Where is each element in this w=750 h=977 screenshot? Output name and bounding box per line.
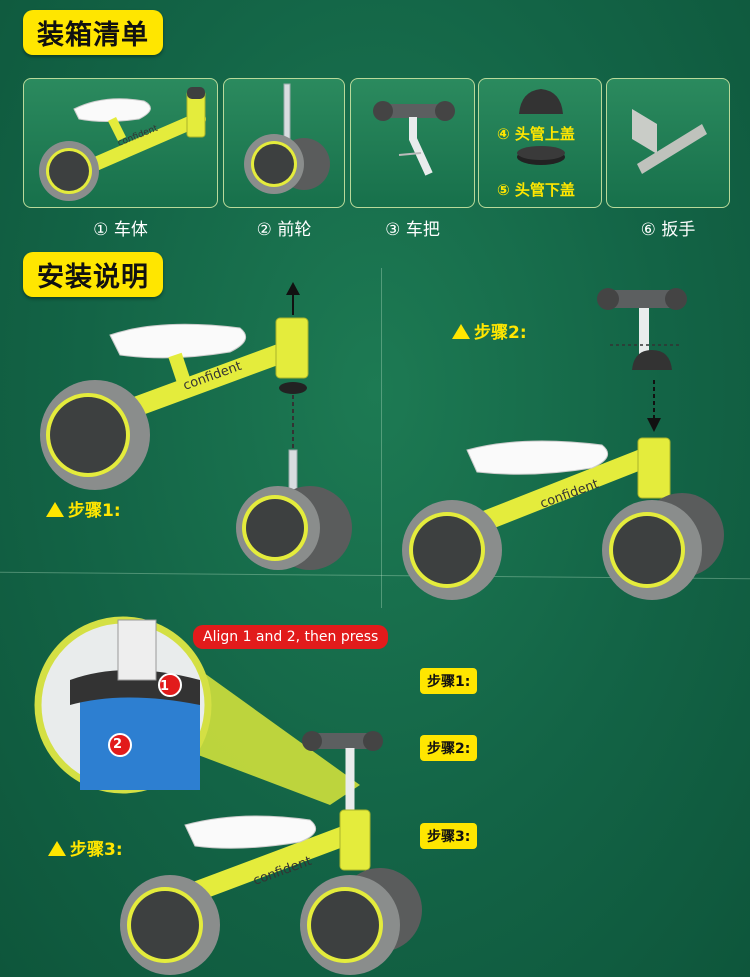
step3-illustration: confident xyxy=(34,616,422,975)
step3-label: 步骤3: xyxy=(48,835,123,860)
step1-label-top: 步骤1: xyxy=(46,496,121,521)
marker-1: 1 xyxy=(160,679,170,694)
triangle-icon xyxy=(452,324,470,339)
section-divider-vertical xyxy=(381,268,382,608)
head-cap-top-image xyxy=(517,89,565,165)
triangle-icon xyxy=(46,502,64,517)
part-panel-wrench xyxy=(606,78,730,208)
part-caption-bottom-cap: ⑤ 头管下盖 xyxy=(497,181,575,199)
step3-text: 步骤3: xyxy=(70,840,123,860)
front-wheel-image xyxy=(244,83,330,194)
part-caption-body: ① 车体 xyxy=(93,220,148,240)
step3-sub1-label: 步骤1: xyxy=(420,668,478,694)
handlebar-image xyxy=(373,101,455,176)
marker-2: 2 xyxy=(113,737,123,752)
part-panel-handlebar xyxy=(350,78,475,208)
step2-label-top: 步骤2: xyxy=(452,318,527,343)
install-guide-title: 安装说明 xyxy=(23,252,163,297)
align-callout: Align 1 and 2, then press xyxy=(193,625,389,649)
step2-text: 步骤2: xyxy=(474,323,527,343)
part-caption-front-wheel: ② 前轮 xyxy=(256,220,312,240)
triangle-icon xyxy=(48,841,66,856)
part-panel-body: confident xyxy=(23,78,218,208)
packing-list-title: 装箱清单 xyxy=(23,10,163,55)
part-panel-front-wheel xyxy=(223,78,345,208)
part-caption-handlebar: ③ 车把 xyxy=(385,220,440,240)
step3-sub2-label: 步骤2: xyxy=(420,735,478,761)
wrench-image xyxy=(632,109,707,174)
step1-text: 步骤1: xyxy=(68,501,121,521)
step3-sub3-label: 步骤3: xyxy=(420,823,478,849)
part-caption-top-cap: ④ 头管上盖 xyxy=(497,125,575,143)
step2-illustration: confident xyxy=(402,288,724,600)
part-caption-wrench: ⑥ 扳手 xyxy=(640,220,696,240)
part-panel-head-caps: ④ 头管上盖 ⑤ 头管下盖 xyxy=(478,78,602,208)
bike-body-image: confident xyxy=(39,87,206,201)
step1-illustration: confident xyxy=(40,282,352,570)
